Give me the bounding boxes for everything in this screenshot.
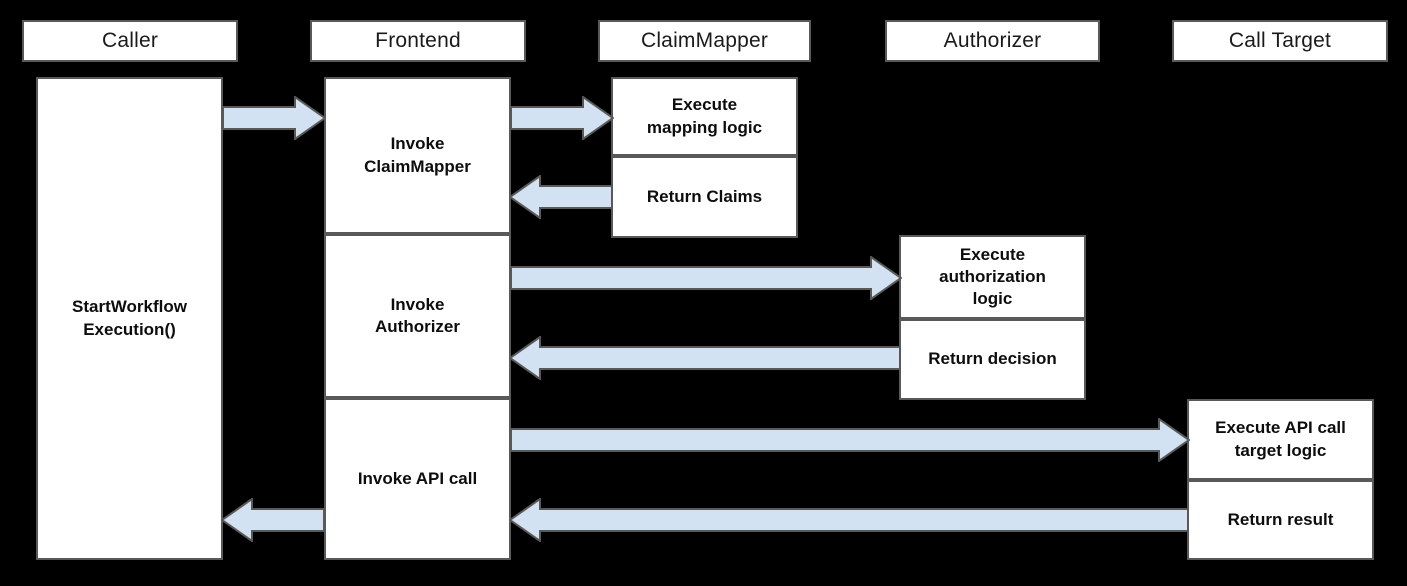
activation-calltarget-execute-api-label: Execute API call target logic <box>1215 418 1346 460</box>
activation-frontend-invoke-claimmapper[interactable]: Invoke ClaimMapper <box>324 77 511 234</box>
message-arrow-frontend-to-authorizer[interactable] <box>510 256 902 300</box>
activation-caller-startworkflow-label: StartWorkflow Execution() <box>72 297 187 339</box>
message-arrow-frontend-to-claimmapper[interactable] <box>510 96 614 140</box>
lifeline-header-calltarget[interactable]: Call Target <box>1172 20 1388 62</box>
message-arrow-calltarget-to-frontend[interactable] <box>509 498 1189 542</box>
activation-authorizer-execute-authorization-label: Execute authorization logic <box>939 244 1046 309</box>
lifeline-header-frontend-label: Frontend <box>375 29 461 52</box>
message-arrow-authorizer-to-frontend[interactable] <box>509 336 901 380</box>
activation-frontend-invoke-claimmapper-label: Invoke ClaimMapper <box>364 134 471 176</box>
activation-frontend-invoke-api-call[interactable]: Invoke API call <box>324 398 511 560</box>
lifeline-header-caller[interactable]: Caller <box>22 20 238 62</box>
activation-calltarget-execute-api[interactable]: Execute API call target logic <box>1187 399 1374 480</box>
activation-claimmapper-return-claims-label: Return Claims <box>646 186 763 206</box>
lifeline-header-frontend[interactable]: Frontend <box>310 20 526 62</box>
activation-claimmapper-execute-mapping-label: Execute mapping logic <box>646 95 763 137</box>
activation-claimmapper-execute-mapping[interactable]: Execute mapping logic <box>611 77 798 156</box>
message-arrow-claimmapper-to-frontend[interactable] <box>509 175 613 219</box>
activation-calltarget-return-result[interactable]: Return result <box>1187 480 1374 560</box>
lifeline-header-authorizer[interactable]: Authorizer <box>885 20 1100 62</box>
lifeline-header-authorizer-label: Authorizer <box>943 29 1042 52</box>
activation-authorizer-return-decision[interactable]: Return decision <box>899 319 1086 400</box>
activation-claimmapper-return-claims[interactable]: Return Claims <box>611 156 798 238</box>
activation-authorizer-return-decision-label: Return decision <box>928 349 1057 369</box>
lifeline-header-claimmapper-label: ClaimMapper <box>640 29 769 52</box>
activation-frontend-invoke-api-call-label: Invoke API call <box>357 468 478 488</box>
activation-calltarget-return-result-label: Return result <box>1227 509 1334 529</box>
message-arrow-frontend-to-calltarget[interactable] <box>510 418 1190 462</box>
activation-frontend-invoke-authorizer-label: Invoke Authorizer <box>375 294 460 336</box>
activation-frontend-invoke-authorizer[interactable]: Invoke Authorizer <box>324 234 511 398</box>
activation-authorizer-execute-authorization[interactable]: Execute authorization logic <box>899 235 1086 319</box>
lifeline-header-claimmapper[interactable]: ClaimMapper <box>598 20 811 62</box>
activation-caller-startworkflow[interactable]: StartWorkflow Execution() <box>36 77 223 560</box>
lifeline-header-calltarget-label: Call Target <box>1228 29 1332 52</box>
lifeline-header-caller-label: Caller <box>101 29 159 52</box>
message-arrow-frontend-to-caller[interactable] <box>221 498 325 542</box>
message-arrow-caller-to-frontend[interactable] <box>222 96 326 140</box>
